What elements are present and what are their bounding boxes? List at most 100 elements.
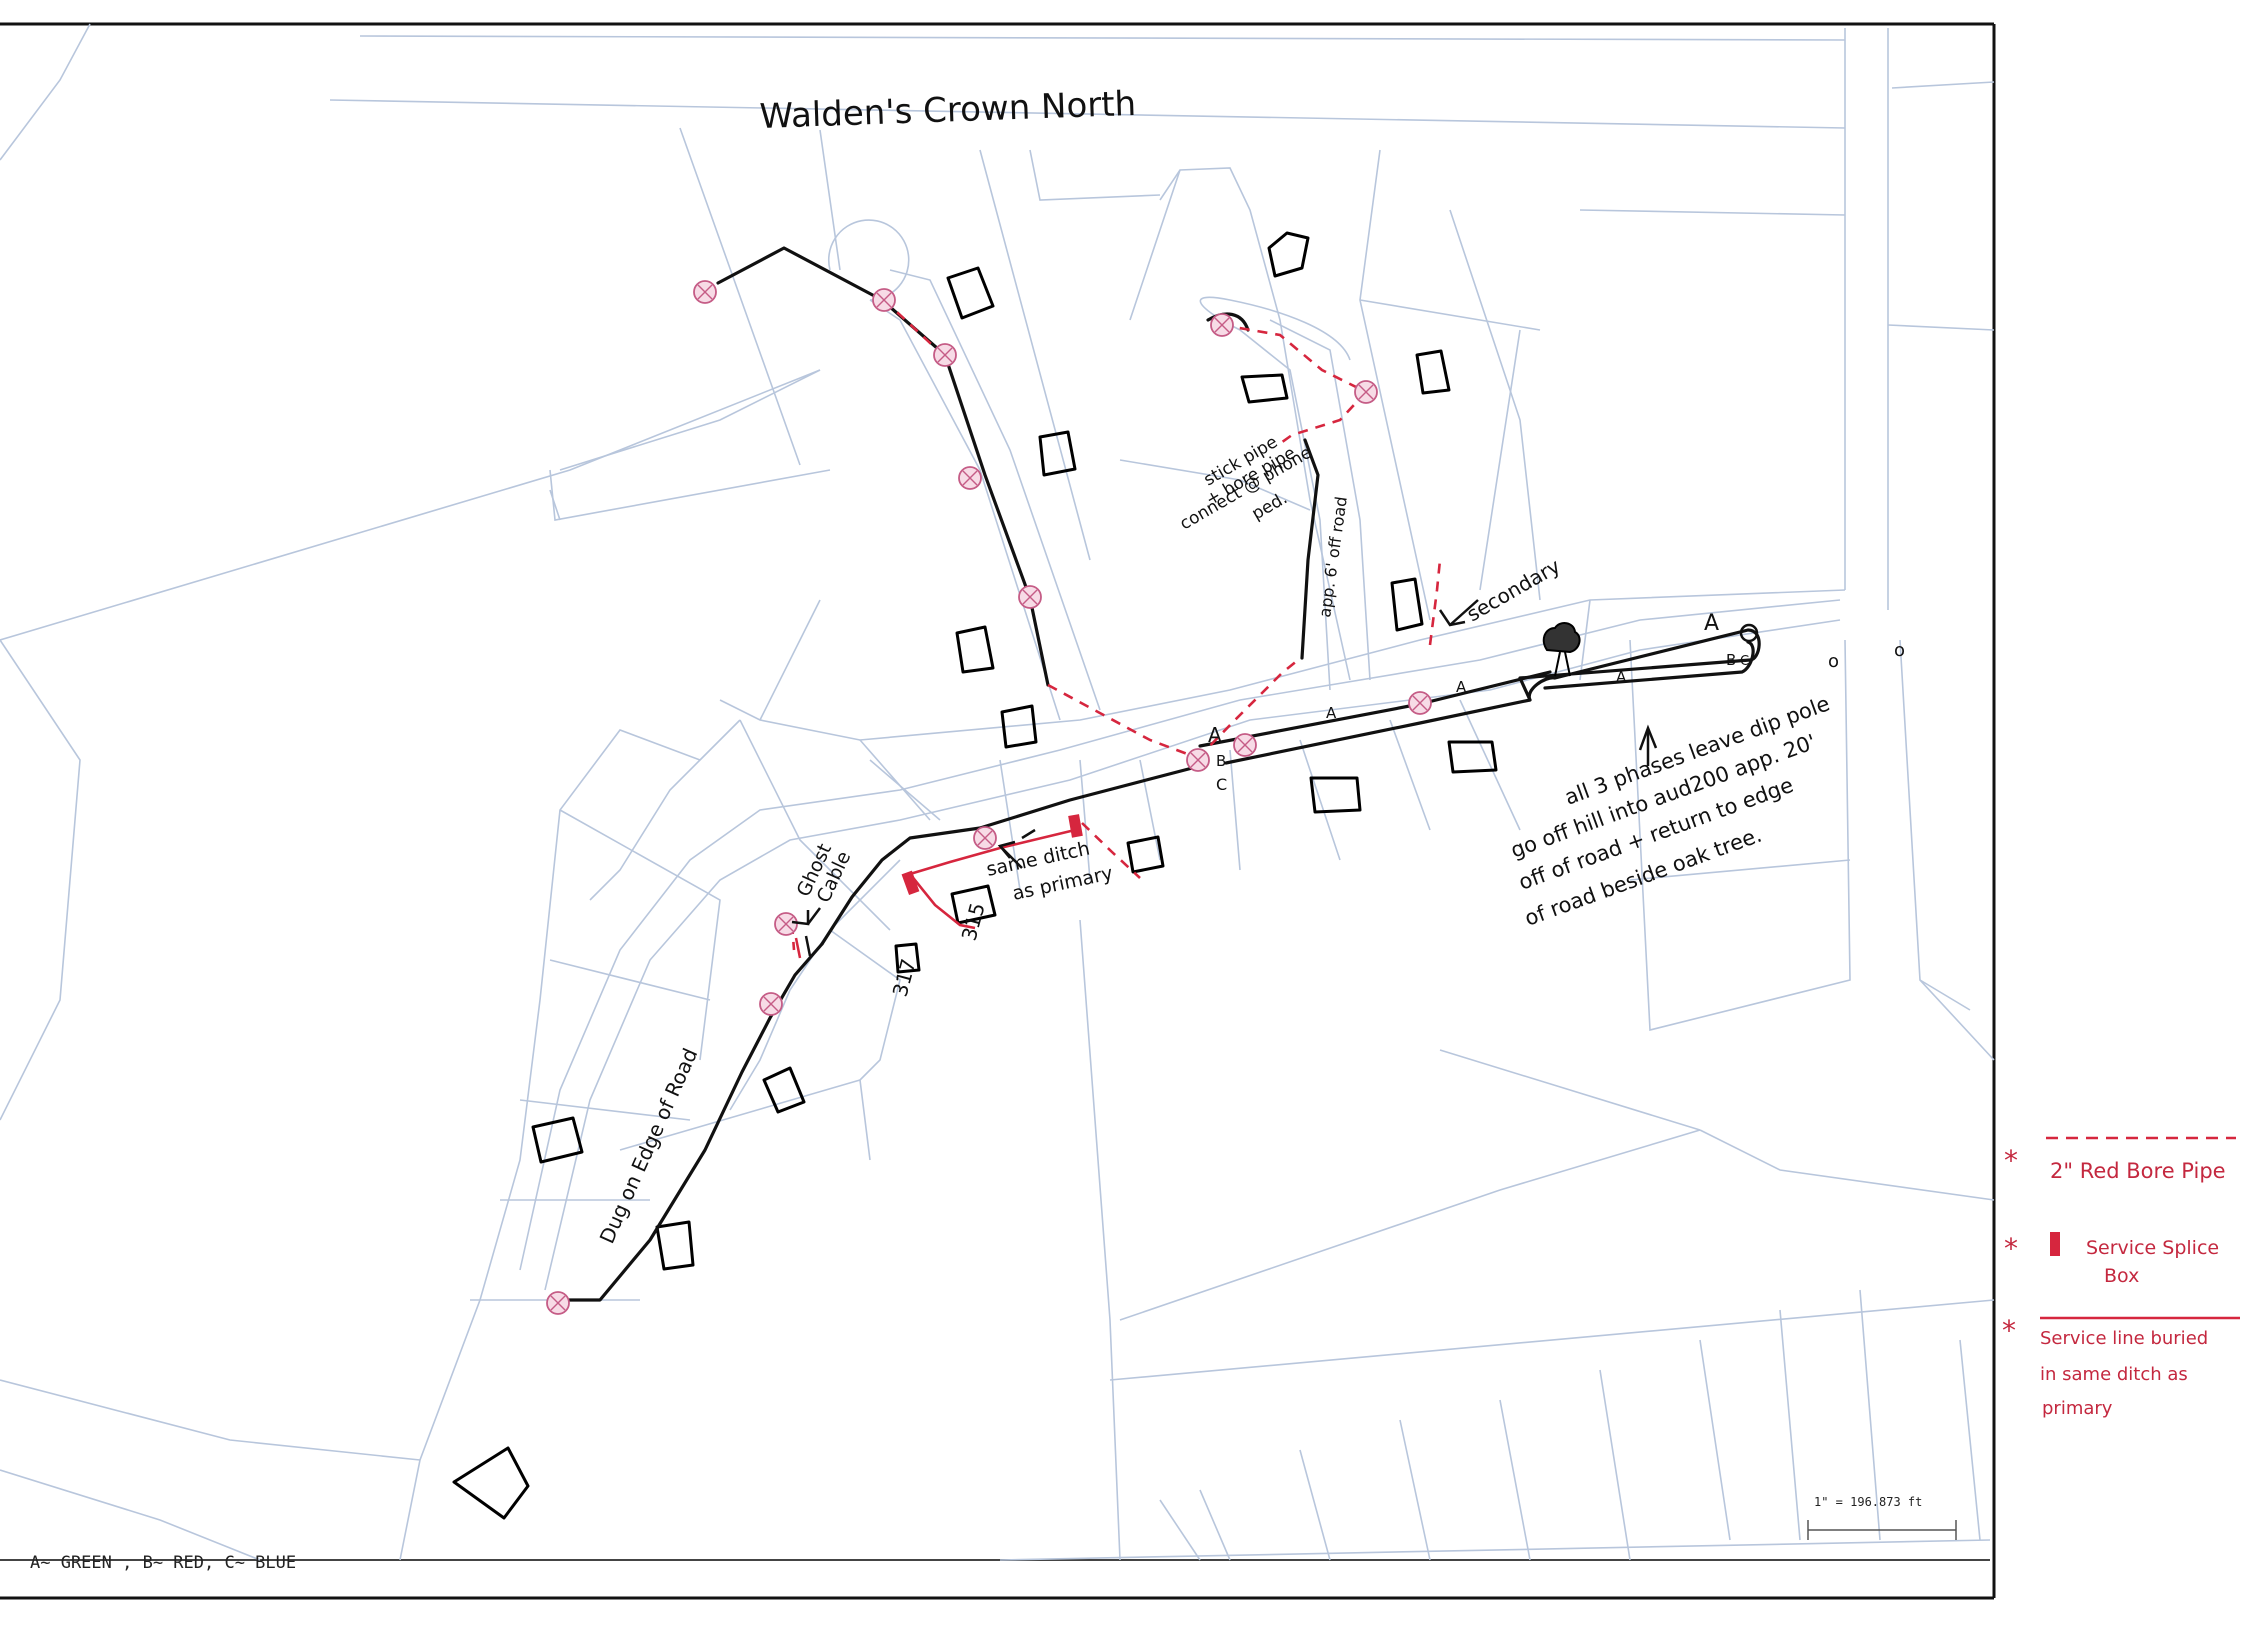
phase-loop-inner	[1543, 640, 1755, 690]
legend-splice-box-label-line2: Box	[2104, 1265, 2139, 1287]
annotation-arrows	[791, 599, 1658, 926]
phase-a-label: A	[1326, 704, 1337, 722]
pole-marker-icon	[759, 992, 783, 1016]
bore-pipe-run	[1081, 822, 1141, 879]
dug-on-edge-label: Dug on Edge of Road	[595, 1045, 703, 1247]
phase-color-key: A~ GREEN , B~ RED, C~ BLUE	[30, 1553, 296, 1573]
phase-a-cable	[1198, 670, 1552, 748]
pole-marker-icon	[693, 280, 717, 304]
o-mark: o	[1894, 640, 1905, 661]
legend-splice-box-label-line1: Service Splice	[2086, 1237, 2219, 1259]
bore-pipe-run	[1277, 391, 1367, 447]
house-outline	[1038, 430, 1077, 477]
splice-box-icon	[1068, 814, 1083, 838]
pole-marker-icon	[546, 1291, 570, 1315]
service-line	[908, 873, 976, 930]
oak-tree-icon	[1542, 622, 1581, 677]
primary-run-west	[716, 246, 884, 302]
house-outline	[1415, 349, 1451, 395]
legend: * 2" Red Bore Pipe * Service Splice Box …	[2002, 1136, 2240, 1419]
pole-marker-icon	[872, 288, 896, 312]
phase-c-label: C	[1216, 775, 1227, 794]
houses	[452, 231, 1498, 1520]
phase-a-label: A	[1704, 611, 1719, 636]
ghost-cable-annotation: Ghost Cable	[793, 840, 856, 906]
legend-star: *	[2002, 1314, 2016, 1347]
pole-marker-icon	[1186, 748, 1210, 772]
stick-pipe-annotation: stick pipe + bore pipe connect @ phone p…	[1177, 432, 1316, 534]
road-edges	[519, 219, 1841, 1291]
house-outline	[1240, 373, 1289, 404]
bore-pipe-run	[1197, 658, 1299, 759]
arrow-icon	[1449, 599, 1479, 626]
o-mark: o	[1828, 651, 1839, 672]
pole-marker-icon	[1210, 313, 1234, 337]
pole-marker-icon	[958, 466, 982, 490]
pole-marker-icon	[1408, 691, 1432, 715]
primary-run-northwest	[880, 298, 1050, 687]
house-outline	[1309, 776, 1362, 814]
legend-star: *	[2004, 1144, 2018, 1177]
house-outline	[655, 1220, 695, 1271]
arrow-icon	[1638, 724, 1658, 751]
ghost-cable-tick	[794, 937, 802, 959]
splice-box-icon	[901, 870, 920, 896]
legend-service-line-label-line2: in same ditch as	[2040, 1364, 2188, 1385]
pole-marker-icon	[1354, 380, 1378, 404]
phase-c-label: C	[1740, 654, 1749, 669]
house-outline	[894, 942, 921, 974]
off-road-label: app. 6' off road	[1315, 495, 1351, 618]
arrow-icon	[807, 907, 821, 925]
lot-number-317: 317	[888, 956, 921, 999]
phase-a-label: A	[1456, 678, 1467, 696]
phase-a-label: A	[1208, 723, 1222, 747]
phase-b-label: B	[1726, 651, 1736, 669]
pole-marker-icon	[1233, 733, 1257, 757]
pole-marker-icon	[973, 826, 997, 850]
house-outline	[955, 625, 995, 674]
map-title: Walden's Crown North	[759, 84, 1137, 137]
phase-loop-outer	[1518, 628, 1761, 702]
phase-labels: A B C A A A A B C	[1208, 611, 1749, 794]
phase-b-label: B	[1216, 752, 1226, 770]
lot-number-315: 315	[957, 900, 990, 943]
house-outline	[531, 1116, 584, 1164]
bore-pipe-run	[1428, 559, 1442, 646]
house-outline	[762, 1066, 806, 1114]
legend-splice-box-swatch	[2050, 1232, 2060, 1256]
map-frame	[0, 22, 1996, 1600]
house-outline	[452, 1446, 530, 1520]
pole-marker-icon	[1018, 585, 1042, 609]
scale-label: 1" = 196.873 ft	[1814, 1495, 1922, 1509]
service-line	[909, 828, 1076, 876]
ghost-cable-tick	[804, 935, 812, 957]
phase-b-cable	[1224, 698, 1532, 765]
legend-service-line-label-line1: Service line buried	[2040, 1328, 2208, 1349]
house-outline	[1126, 835, 1165, 874]
pole-marker-icon	[774, 912, 798, 936]
house-outline	[950, 884, 997, 925]
bore-pipe-run	[883, 299, 944, 356]
primary-run-southwest	[564, 942, 824, 1302]
legend-star: *	[2004, 1232, 2018, 1265]
poles	[546, 280, 1432, 1315]
house-outline	[1447, 740, 1498, 774]
house-outline	[946, 266, 995, 320]
house-outline	[1267, 231, 1310, 278]
legend-service-line-label-line3: primary	[2042, 1398, 2113, 1419]
service-lines	[901, 814, 1083, 930]
house-outline	[1390, 577, 1424, 632]
phase-routing-note: all 3 phases leave dip pole go off hill …	[1508, 691, 1833, 930]
arrow-icon	[999, 845, 1023, 869]
dip-pole-icon	[1739, 623, 1759, 643]
pole-marker-icon	[933, 343, 957, 367]
primary-run-cul-de-sac	[1206, 312, 1250, 332]
parcel-lines	[0, 23, 1995, 1561]
secondary-label: secondary	[1463, 554, 1565, 627]
house-outline	[1000, 704, 1038, 749]
phase-a-label: A	[1616, 668, 1627, 686]
primary-run-main	[820, 764, 1202, 946]
scale-bar: 1" = 196.873 ft	[1807, 1495, 1957, 1540]
legend-bore-pipe-label: 2" Red Bore Pipe	[2050, 1159, 2226, 1183]
